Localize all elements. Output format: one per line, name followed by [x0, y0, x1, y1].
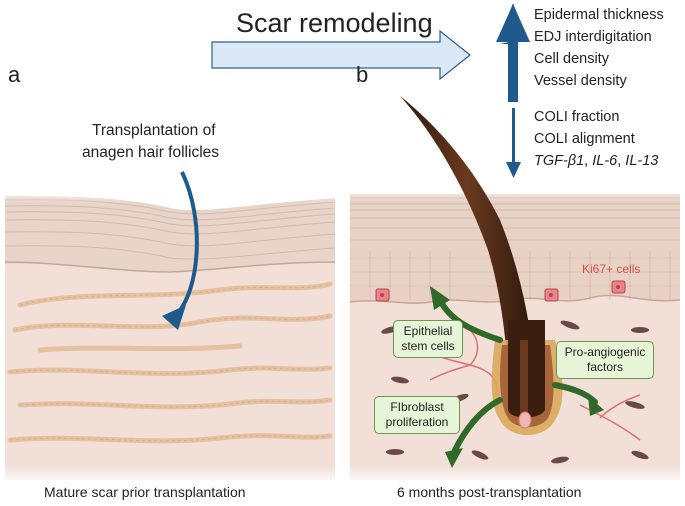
decreased-item: COLI alignment: [534, 131, 635, 147]
panel-b-letter: b: [356, 62, 369, 87]
box-line: Pro-angiogenic: [564, 345, 646, 359]
ki67-label: Ki67+ cells: [582, 262, 641, 276]
hair-follicle: [400, 96, 563, 435]
transplantation-label-line1: Transplantation of: [92, 122, 216, 139]
diagram-title: Scar remodeling: [236, 8, 433, 38]
fibroblast-proliferation-box: FIbroblast proliferation: [374, 396, 460, 434]
title-arrow: [211, 29, 471, 81]
panel-a-caption: Mature scar prior transplantation: [44, 484, 246, 500]
increased-item: EDJ interdigitation: [534, 29, 652, 45]
arrow-head-fibroblast: [445, 448, 463, 468]
pro-angiogenic-box: Pro-angiogenic factors: [556, 341, 654, 379]
box-line: Epithelial: [403, 324, 453, 338]
cytokine-line: TGF-β1, IL-6, IL-13: [534, 150, 658, 172]
transplantation-label-line2: anagen hair follicles: [82, 144, 220, 161]
epithelial-stem-cells-box: Epithelial stem cells: [393, 320, 463, 358]
increased-list: Epidermal thickness EDJ interdigitation …: [534, 4, 664, 92]
arrow-head-angiogenic: [588, 396, 604, 416]
increased-item: Vessel density: [534, 73, 627, 89]
cytokine-separator: ,: [584, 153, 593, 169]
cytokine-il13: IL-13: [625, 153, 659, 169]
cytokine-separator: ,: [617, 153, 626, 169]
decreased-list: COLI fraction COLI alignment TGF-β1, IL-…: [534, 106, 658, 172]
cytokine-il6: IL-6: [592, 153, 618, 169]
panel-a-letter: a: [8, 62, 21, 87]
arrow-head-epithelial: [430, 286, 450, 310]
increase-arrow: [496, 3, 530, 102]
box-line: stem cells: [401, 339, 455, 353]
panel-a-skin: [4, 182, 336, 485]
transplantation-arrow: [162, 171, 199, 330]
decrease-arrow: [506, 108, 521, 178]
box-line: factors: [586, 360, 623, 374]
panel-b-caption: 6 months post-transplantation: [397, 484, 582, 500]
cytokine-tgf: TGF-β1: [534, 153, 585, 169]
decreased-item: COLI fraction: [534, 109, 620, 125]
box-line: FIbroblast: [390, 400, 444, 414]
box-line: proliferation: [385, 415, 449, 429]
increased-item: Epidermal thickness: [534, 7, 664, 23]
increased-item: Cell density: [534, 51, 609, 67]
